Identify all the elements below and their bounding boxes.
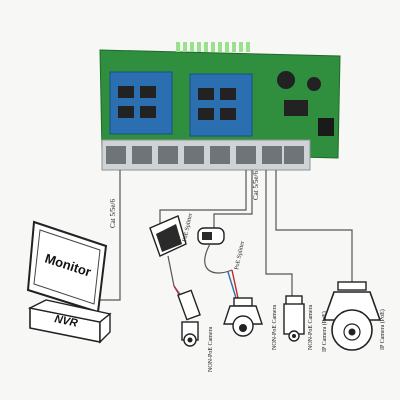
camera-label-3: NON-PoE Camera <box>308 305 314 350</box>
camera-bullet-3 <box>283 295 305 342</box>
network-cables <box>96 170 353 301</box>
capacitor <box>277 71 295 89</box>
camera-ip-dome <box>322 281 382 351</box>
cable-label-left: Cat 5/5e/6 <box>109 199 117 228</box>
poe-switch-board <box>99 42 341 171</box>
camera-label-5: IP Camera (PoE) <box>379 309 386 350</box>
poe-splitter-1 <box>149 215 187 301</box>
poe-splitter-label-2: PoE Splitter <box>234 241 246 271</box>
poe-module-right <box>189 73 253 137</box>
camera-label-4: IP Camera (PoE) <box>321 311 328 352</box>
camera-label-2: NON-PoE Camera <box>272 305 278 350</box>
rj45-port-row <box>101 139 311 171</box>
nvr-label: NVR <box>53 313 78 330</box>
monitor: Monitor <box>26 220 108 314</box>
poe-module-left <box>109 71 173 135</box>
poe-splitter-label-1: PoE Splitter <box>182 213 194 243</box>
cable-label-right: Cat 5/5e/6 <box>252 171 260 200</box>
led-row <box>176 42 250 52</box>
camera-label-1: NON-PoE Camera <box>208 327 214 372</box>
camera-dome-2 <box>223 297 263 337</box>
camera-bullet-1 <box>177 289 201 347</box>
power-jack <box>318 118 334 136</box>
nvr-recorder: NVR <box>27 299 112 344</box>
poe-splitter-2 <box>197 227 239 299</box>
